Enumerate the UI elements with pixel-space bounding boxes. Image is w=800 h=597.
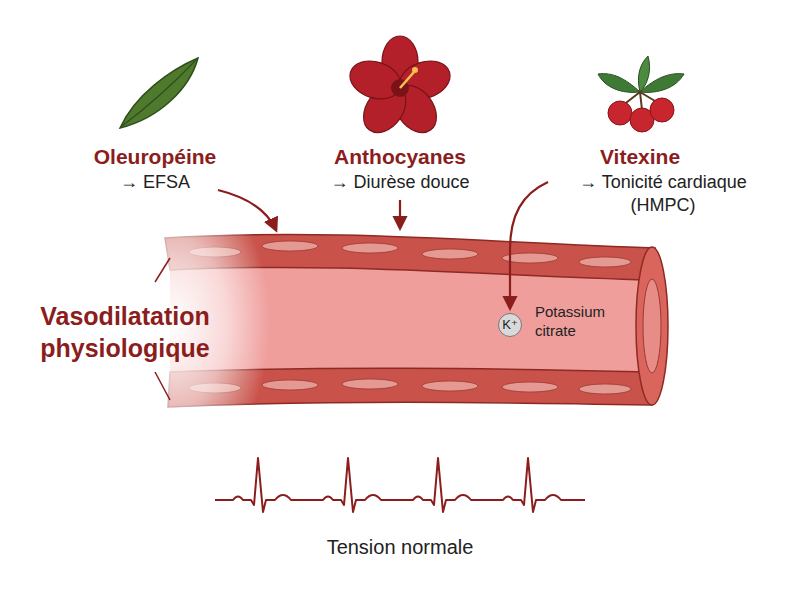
leaf-blade — [120, 58, 198, 128]
cell — [342, 243, 398, 253]
effect-heading: Vasodilatation physiologique — [14, 300, 236, 364]
arrow-vitexin — [510, 182, 548, 308]
berry — [608, 101, 632, 125]
cell — [422, 381, 478, 391]
leaf-vein — [122, 60, 196, 126]
compound-effect: → EFSA — [55, 171, 255, 193]
olive-leaf-icon — [120, 58, 198, 128]
leaf — [598, 74, 640, 93]
vessel-opening-inner — [643, 279, 661, 373]
ecg-trace — [215, 458, 585, 512]
compound-name: Oleuropéine — [55, 144, 255, 170]
arrow-anthocyanins — [399, 200, 401, 228]
cell — [579, 384, 631, 394]
compound-effect: → Diurèse douce — [280, 171, 520, 193]
blood-vessel — [150, 225, 668, 420]
compound-effect: → Tonicité cardiaque (HMPC) — [552, 171, 774, 217]
cell — [262, 380, 318, 390]
stamen — [400, 72, 414, 88]
caption-label: Tension normale — [250, 535, 550, 559]
berry — [650, 98, 674, 122]
hawthorn-icon — [598, 56, 684, 132]
cell — [502, 382, 558, 392]
cell — [342, 379, 398, 389]
leaf — [638, 56, 649, 92]
ion-name: Potassium citrate — [535, 302, 635, 340]
compound-name: Anthocyanes — [290, 144, 510, 170]
ion-circle: K⁺Potassium citrate — [498, 313, 522, 337]
compound-name: Vitexine — [550, 144, 730, 170]
hibiscus-icon — [345, 36, 455, 141]
stamen-tip — [412, 67, 418, 73]
cell — [579, 257, 631, 267]
ion-symbol: K⁺ — [499, 314, 521, 336]
cell — [422, 249, 478, 259]
arrow-oleuropein — [218, 190, 276, 230]
cell — [262, 241, 318, 251]
vessel-opening — [636, 247, 668, 405]
